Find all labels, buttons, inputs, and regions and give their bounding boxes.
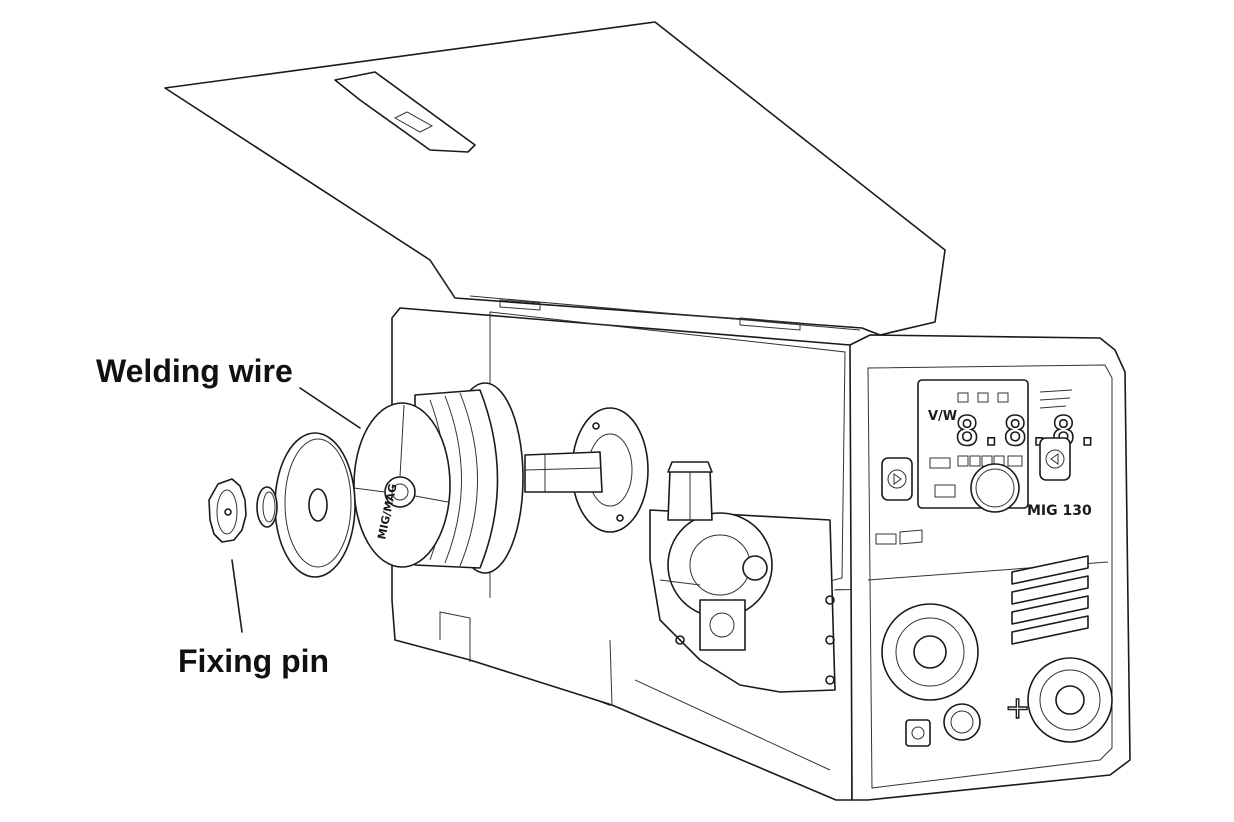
- welding-wire-leader: [299, 387, 361, 429]
- fixing-pin-label: Fixing pin: [178, 643, 329, 679]
- spool-holder: [524, 407, 649, 533]
- welding-wire-label: Welding wire: [96, 353, 293, 389]
- wire-spool: MIG/MAG: [353, 382, 524, 574]
- wire-feeder: [649, 461, 836, 693]
- open-lid: [164, 21, 946, 336]
- left-mode-button[interactable]: [881, 457, 913, 501]
- model-name: MIG 130: [1027, 503, 1092, 519]
- spool-cover-disc: [274, 432, 356, 578]
- right-mode-button[interactable]: [1039, 437, 1071, 481]
- positive-sign: +: [1005, 691, 1030, 726]
- fixing-pin-leader: [231, 559, 243, 633]
- digital-display: 8.8.8.: [955, 409, 1100, 455]
- front-lower-panel: +: [881, 555, 1113, 747]
- brand-logo: V/W: [928, 409, 957, 424]
- fixing-pin-part: [208, 478, 247, 543]
- control-panel: V/W 8.8.8. MIG 130: [875, 379, 1100, 545]
- control-socket[interactable]: [943, 703, 981, 741]
- ring-washer: [256, 486, 278, 528]
- small-switch[interactable]: [905, 719, 931, 747]
